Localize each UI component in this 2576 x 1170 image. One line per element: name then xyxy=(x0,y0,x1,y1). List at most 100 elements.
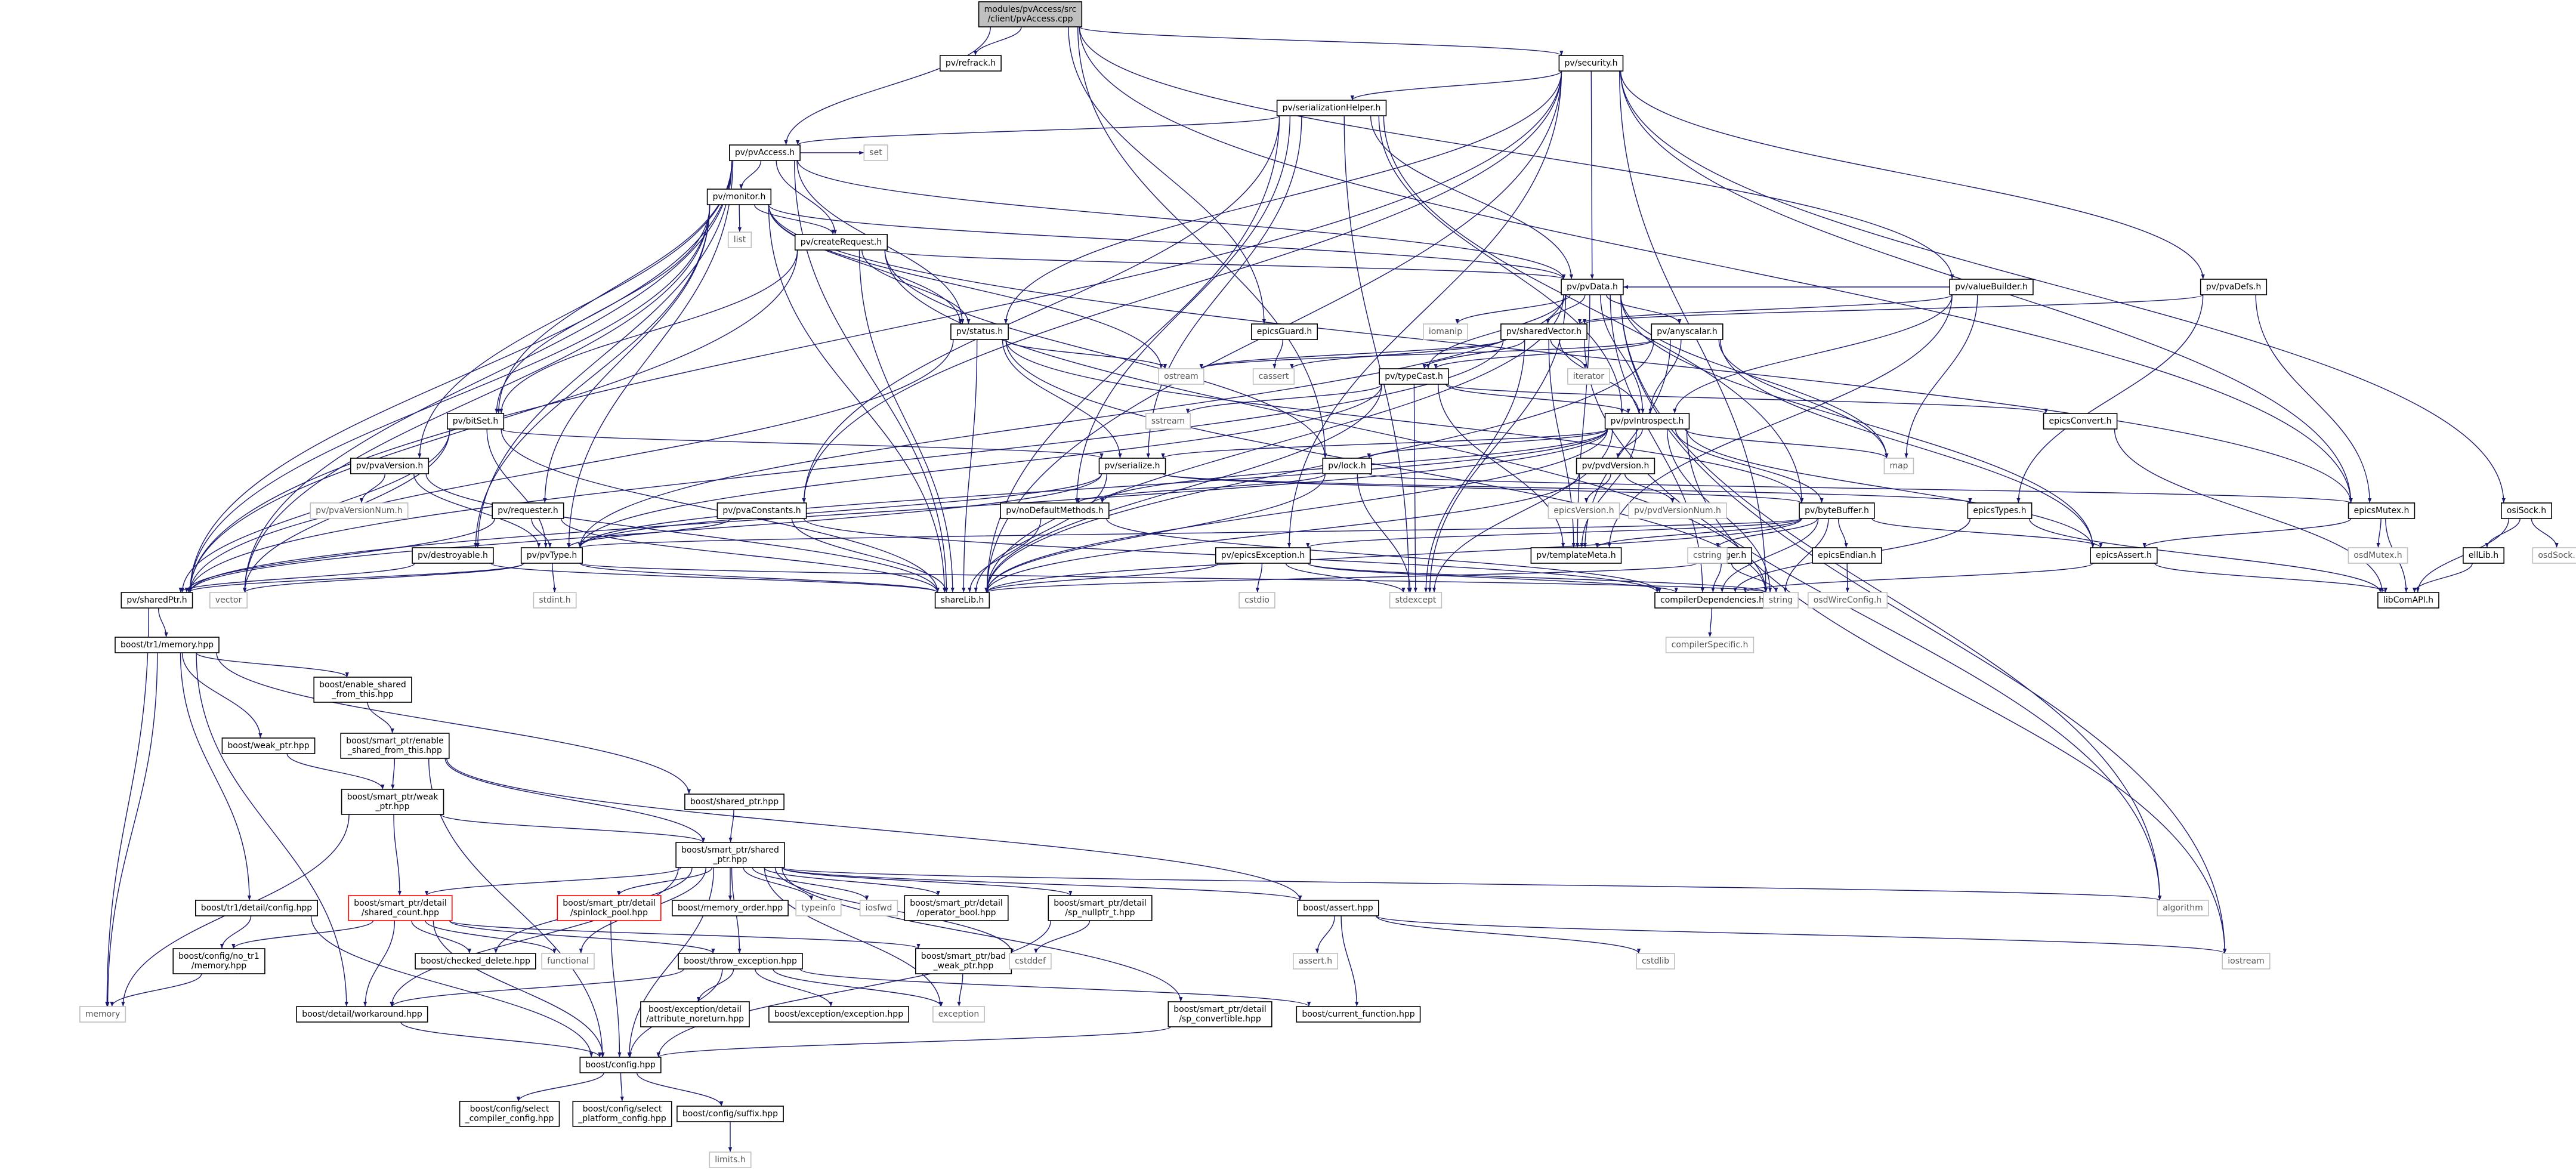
graph-node-tr1config[interactable]: boost/tr1/detail/config.hpp xyxy=(194,900,318,916)
graph-node-sharedcount[interactable]: boost/smart_ptr/detail/shared_count.hpp xyxy=(348,895,453,921)
graph-node-destroyable[interactable]: pv/destroyable.h xyxy=(412,547,494,564)
graph-node-serialize[interactable]: pv/serialize.h xyxy=(1098,458,1166,474)
graph-node-elllib[interactable]: ellLib.h xyxy=(2463,547,2504,564)
graph-node-sharedptrhpp[interactable]: boost/shared_ptr.hpp xyxy=(684,794,784,810)
graph-node-notr1[interactable]: boost/config/no_tr1/memory.hpp xyxy=(172,948,265,974)
graph-node-epicstypes[interactable]: epicsTypes.h xyxy=(1967,502,2033,519)
graph-node-opbool[interactable]: boost/smart_ptr/detail/operator_bool.hpp xyxy=(904,895,1009,921)
graph-node-spinlock[interactable]: boost/smart_ptr/detail/spinlock_pool.hpp xyxy=(557,895,662,921)
graph-node-cassert: cassert xyxy=(1252,368,1295,385)
graph-node-pvaccess[interactable]: pv/pvAccess.h xyxy=(729,144,801,161)
node-label: algorithm xyxy=(2163,903,2203,913)
graph-node-pvrefrack[interactable]: pv/refrack.h xyxy=(940,55,1002,72)
graph-node-assert[interactable]: boost/assert.hpp xyxy=(1297,900,1379,916)
graph-node-pvtype[interactable]: pv/pvType.h xyxy=(520,547,583,564)
graph-node-root[interactable]: modules/pvAccess/src/client/pvAccess.cpp xyxy=(978,1,1083,27)
include-edge-pvaccess-to-bitset xyxy=(496,160,733,414)
graph-node-curfunc[interactable]: boost/current_function.hpp xyxy=(1296,1006,1421,1023)
node-label: boost/smart_ptr/detail xyxy=(1173,1005,1266,1014)
graph-node-pvadefs[interactable]: pv/pvaDefs.h xyxy=(2200,279,2268,295)
graph-node-epicsmutex[interactable]: epicsMutex.h xyxy=(2348,502,2416,519)
include-edge-sharedcount-to-throwexc xyxy=(449,920,715,954)
node-label: boost/smart_ptr/weak xyxy=(347,792,439,802)
graph-node-templatemeta[interactable]: pv/templateMeta.h xyxy=(1530,547,1622,564)
node-label: pv/bitSet.h xyxy=(453,416,498,426)
include-edge-tr1memory-to-workaround xyxy=(196,652,348,1007)
graph-node-pvdata[interactable]: pv/pvData.h xyxy=(1561,279,1624,295)
graph-node-epicsendian[interactable]: epicsEndian.h xyxy=(1812,547,1882,564)
node-label: /client/pvAccess.cpp xyxy=(988,14,1073,24)
include-edge-pvlogger-to-compilerdeps xyxy=(1711,563,1722,593)
include-edge-pvintrospect-to-bytebuffer xyxy=(1675,428,1824,504)
graph-node-epicsassert[interactable]: epicsAssert.h xyxy=(2090,547,2158,564)
node-box xyxy=(1145,413,1191,430)
graph-node-pvaconstants[interactable]: pv/pvaConstants.h xyxy=(716,502,807,519)
include-edge-sharedvector-to-cassert xyxy=(1290,339,1504,369)
graph-node-selplatform[interactable]: boost/config/select_platform_config.hpp xyxy=(572,1101,672,1127)
include-edge-sharedcount-to-functional xyxy=(425,920,557,954)
graph-node-typecast[interactable]: pv/typeCast.h xyxy=(1379,368,1449,385)
graph-node-lock[interactable]: pv/lock.h xyxy=(1322,458,1372,474)
graph-node-checkeddel[interactable]: boost/checked_delete.hpp xyxy=(415,953,536,970)
graph-node-nodefault[interactable]: pv/noDefaultMethods.h xyxy=(1000,502,1110,519)
graph-node-enableshared[interactable]: boost/enable_shared_from_this.hpp xyxy=(313,677,412,703)
graph-node-sharedvector[interactable]: pv/sharedVector.h xyxy=(1500,323,1587,340)
node-label: iomanip xyxy=(1429,327,1462,337)
graph-node-spconvertible[interactable]: boost/smart_ptr/detail/sp_convertible.hp… xyxy=(1167,1001,1272,1027)
graph-node-pvdversion[interactable]: pv/pvdVersion.h xyxy=(1576,458,1655,474)
graph-node-epicsguard[interactable]: epicsGuard.h xyxy=(1251,323,1318,340)
graph-node-spshared[interactable]: boost/smart_ptr/shared_ptr.hpp xyxy=(675,842,785,868)
include-edge-pvaversion-to-sharelib xyxy=(425,473,940,593)
node-box xyxy=(904,895,1009,921)
graph-node-epicsexception[interactable]: pv/epicsException.h xyxy=(1215,547,1311,564)
graph-node-selcompiler[interactable]: boost/config/select_compiler_config.hpp xyxy=(459,1101,560,1127)
graph-node-compilerdeps[interactable]: compilerDependencies.h xyxy=(1654,592,1770,609)
graph-node-pvaversionnum: pv/pvaVersionNum.h xyxy=(310,502,409,519)
graph-node-osisock[interactable]: osiSock.h xyxy=(2500,502,2552,519)
graph-node-badweak[interactable]: boost/smart_ptr/bad_weak_ptr.hpp xyxy=(915,948,1012,974)
graph-node-spenable[interactable]: boost/smart_ptr/enable_shared_from_this.… xyxy=(340,733,450,759)
graph-node-memorder[interactable]: boost/memory_order.hpp xyxy=(672,900,789,916)
graph-node-libcomapi[interactable]: libComAPI.h xyxy=(2377,592,2439,609)
node-box xyxy=(1558,55,1624,72)
graph-node-bytebuffer[interactable]: pv/byteBuffer.h xyxy=(1799,502,1875,519)
include-edge-spshared-to-opbool xyxy=(764,867,940,896)
graph-node-security[interactable]: pv/security.h xyxy=(1558,55,1624,72)
graph-node-serhelper[interactable]: pv/serializationHelper.h xyxy=(1276,100,1387,116)
graph-node-pvaversion[interactable]: pv/pvaVersion.h xyxy=(350,458,430,474)
graph-node-spweak[interactable]: boost/smart_ptr/weak_ptr.hpp xyxy=(341,789,444,815)
include-edge-spshared-to-spconvertible xyxy=(782,867,1183,1002)
graph-node-anyscalar[interactable]: pv/anyscalar.h xyxy=(1651,323,1723,340)
graph-node-bitset[interactable]: pv/bitSet.h xyxy=(446,413,505,430)
graph-node-workaround[interactable]: boost/detail/workaround.hpp xyxy=(296,1006,428,1023)
graph-node-excexc[interactable]: boost/exception/exception.hpp xyxy=(768,1006,909,1023)
include-edge-tr1memory-to-memory xyxy=(106,652,158,1007)
graph-node-throwexc[interactable]: boost/throw_exception.hpp xyxy=(678,953,803,970)
graph-node-weakptr[interactable]: boost/weak_ptr.hpp xyxy=(221,737,316,754)
graph-node-attrnoreturn[interactable]: boost/exception/detail/attribute_noretur… xyxy=(640,1001,750,1027)
graph-node-suffix[interactable]: boost/config/suffix.hpp xyxy=(677,1106,784,1122)
graph-node-sharelib[interactable]: shareLib.h xyxy=(934,592,990,609)
graph-node-status[interactable]: pv/status.h xyxy=(950,323,1009,340)
graph-node-valuebuilder[interactable]: pv/valueBuilder.h xyxy=(1949,279,2034,295)
node-box xyxy=(2348,547,2408,564)
graph-node-spnullptr[interactable]: boost/smart_ptr/detail/sp_nullptr_t.hpp xyxy=(1048,895,1153,921)
graph-node-createreq[interactable]: pv/createRequest.h xyxy=(794,234,888,251)
include-edge-bytebuffer-to-pvtype xyxy=(578,518,1802,548)
graph-node-vector: vector xyxy=(209,592,248,609)
graph-node-sharedptr[interactable]: pv/sharedPtr.h xyxy=(121,592,193,609)
include-edge-requester-to-sharedptr xyxy=(184,518,495,593)
graph-node-epicsconvert[interactable]: epicsConvert.h xyxy=(2043,413,2118,430)
node-label: osdWireConfig.h xyxy=(1814,595,1882,605)
node-label: pv/pvdVersionNum.h xyxy=(1634,506,1721,515)
include-edge-lock-to-epicsmutex xyxy=(1369,473,2353,504)
graph-node-requester[interactable]: pv/requester.h xyxy=(492,502,564,519)
graph-node-monitor[interactable]: pv/monitor.h xyxy=(706,189,772,205)
graph-node-tr1memory[interactable]: boost/tr1/memory.hpp xyxy=(115,637,220,653)
graph-node-config[interactable]: boost/config.hpp xyxy=(579,1057,662,1073)
graph-node-pvintrospect[interactable]: pv/pvIntrospect.h xyxy=(1604,413,1690,430)
include-edge-assert-to-asserth xyxy=(1315,915,1335,954)
graph-node-cstdlib: cstdlib xyxy=(1636,953,1675,970)
node-box xyxy=(1389,592,1443,609)
node-box xyxy=(194,900,318,916)
